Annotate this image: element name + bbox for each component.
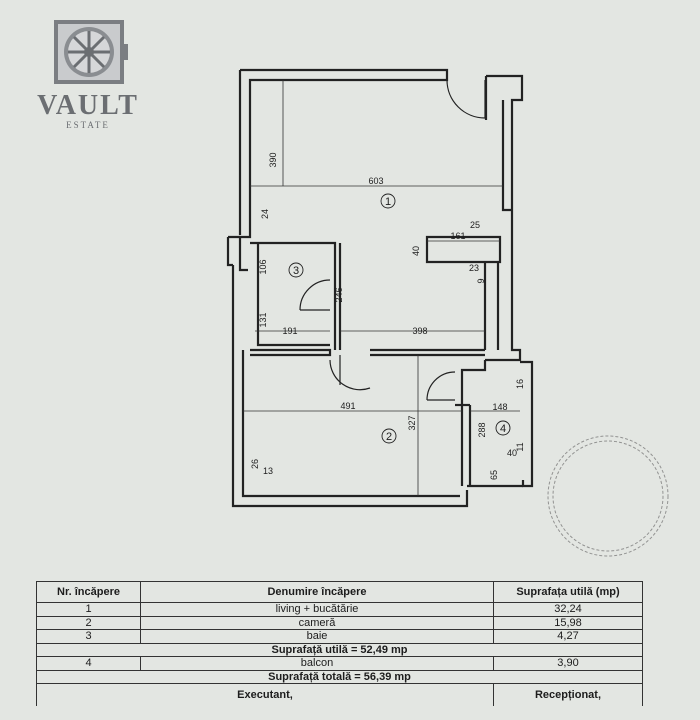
- dim-label: 398: [412, 326, 427, 336]
- plan-walls: [226, 68, 534, 508]
- table-row: 4 balcon 3,90: [36, 656, 643, 671]
- table-row: 2 cameră 15,98: [36, 615, 643, 630]
- logo-tagline: ESTATE: [66, 120, 110, 130]
- dim-label: 390: [268, 152, 278, 167]
- dim-label: 16: [515, 379, 525, 389]
- table-header-row: Nr. încăpere Denumire încăpere Suprafața…: [36, 581, 643, 603]
- room-name: living + bucătărie: [140, 602, 494, 617]
- room-number-4: 4: [495, 420, 511, 436]
- dim-label: 246: [334, 287, 344, 302]
- dim-label: 23: [469, 263, 479, 273]
- dim-label: 11: [515, 442, 525, 451]
- useful-area-total-row: Suprafață utilă = 52,49 mp: [36, 642, 643, 657]
- room-number-2: 2: [381, 428, 397, 444]
- dim-label: 26: [250, 459, 260, 469]
- plan-dimension-lines: [243, 80, 520, 496]
- room-nr: 1: [36, 602, 141, 617]
- room-number-3: 3: [288, 262, 304, 278]
- logo-brand: VAULT: [37, 90, 139, 121]
- dim-label: 25: [470, 220, 480, 230]
- room-name: balcon: [140, 656, 494, 671]
- col-header-name: Denumire încăpere: [140, 581, 494, 603]
- svg-text:1: 1: [385, 196, 391, 208]
- plan-doors: [299, 79, 486, 401]
- svg-text:4: 4: [500, 423, 506, 435]
- room-nr: 3: [36, 629, 141, 644]
- svg-text:2: 2: [386, 431, 392, 443]
- dim-label: 40: [507, 448, 517, 458]
- vault-estate-logo: VAULT ESTATE: [30, 18, 150, 153]
- stamp-mark: [547, 435, 669, 557]
- grand-total: Suprafață totală = 56,39 mp: [36, 669, 643, 684]
- useful-area-total: Suprafață utilă = 52,49 mp: [36, 642, 643, 657]
- room-area: 32,24: [493, 602, 643, 617]
- dim-label: 491: [340, 401, 355, 411]
- dim-label: 603: [368, 176, 383, 186]
- room-name: cameră: [140, 615, 494, 630]
- dim-label: 40: [411, 246, 421, 256]
- dim-label: 13: [263, 466, 273, 476]
- executant-label: Executant,: [36, 683, 494, 706]
- col-header-area: Suprafața utilă (mp): [493, 581, 643, 603]
- dim-label: 65: [489, 470, 499, 480]
- signature-row: Executant, Recepționat,: [36, 683, 643, 706]
- dim-label: 9: [476, 278, 486, 283]
- dim-label: 161: [450, 231, 465, 241]
- room-nr: 4: [36, 656, 141, 671]
- grand-total-row: Suprafață totală = 56,39 mp: [36, 669, 643, 684]
- col-header-nr: Nr. încăpere: [36, 581, 141, 603]
- dim-label: 288: [477, 422, 487, 437]
- room-area: 15,98: [493, 615, 643, 630]
- dim-label: 106: [258, 259, 268, 274]
- room-number-1: 1: [380, 193, 396, 209]
- room-area: 4,27: [493, 629, 643, 644]
- dimension-labels: 390 603 24 25 161 40 23 9 106 246 131 19…: [250, 152, 525, 480]
- room-area: 3,90: [493, 656, 643, 671]
- table-row: 3 baie 4,27: [36, 629, 643, 644]
- room-name: baie: [140, 629, 494, 644]
- dim-label: 131: [258, 312, 268, 327]
- receptionat-label: Recepționat,: [493, 683, 643, 706]
- dim-label: 24: [260, 209, 270, 219]
- room-nr: 2: [36, 615, 141, 630]
- vault-door-icon: [54, 20, 128, 84]
- svg-text:3: 3: [293, 265, 299, 277]
- rooms-table: Nr. încăpere Denumire încăpere Suprafața…: [36, 581, 643, 706]
- dim-label: 327: [407, 415, 417, 430]
- dim-label: 191: [282, 326, 297, 336]
- dim-label: 148: [492, 402, 507, 412]
- table-row: 1 living + bucătărie 32,24: [36, 602, 643, 617]
